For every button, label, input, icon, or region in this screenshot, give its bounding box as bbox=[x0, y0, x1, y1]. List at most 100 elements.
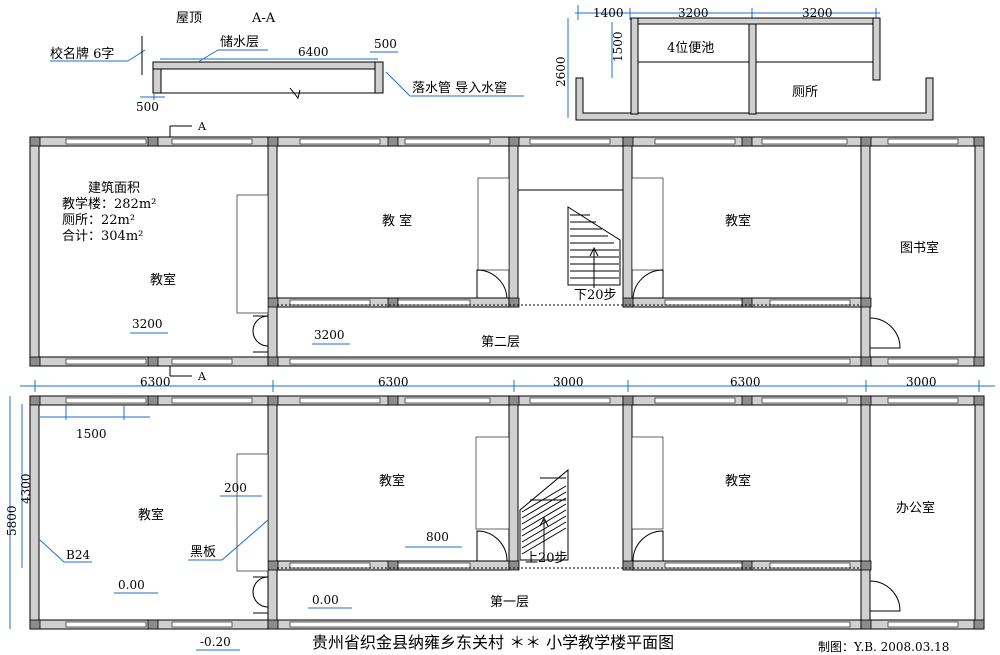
f2-blackboard bbox=[236, 194, 269, 314]
axis-dim-3: 3000 bbox=[553, 375, 584, 389]
f1-east-wall bbox=[974, 395, 985, 630]
toilet-vdim-outer-label: 2600 bbox=[554, 56, 568, 87]
f1-column bbox=[387, 395, 399, 406]
f2-window bbox=[171, 138, 253, 145]
area-toilet: 厕所：22m² bbox=[62, 213, 135, 228]
water-layer-label: 储水层 bbox=[220, 35, 259, 50]
f2-column bbox=[147, 356, 159, 367]
drain-leader bbox=[385, 71, 411, 97]
edge-dim-right: 500 bbox=[374, 37, 397, 51]
f2-wall-2 bbox=[508, 136, 519, 308]
f2-room-3: 教室 bbox=[725, 213, 751, 229]
drawing-title: 贵州省织金县纳雍乡东关村 ＊＊ 小学教学楼平面图 bbox=[312, 633, 674, 652]
axis-dimensions: 6300 6300 3000 6300 3000 bbox=[20, 375, 995, 392]
right-wall-section bbox=[374, 61, 384, 94]
f2-stair-arrowhead bbox=[589, 246, 599, 257]
f2-window bbox=[65, 358, 147, 365]
f2-column bbox=[741, 297, 753, 308]
f2-column bbox=[508, 136, 520, 147]
f1-window bbox=[171, 621, 233, 628]
f1-depth-outer: 5800 bbox=[5, 505, 19, 536]
f2-floor-label: 第二层 bbox=[481, 335, 520, 350]
f1-wall-1 bbox=[267, 395, 278, 630]
roof-label: 屋顶 bbox=[176, 11, 202, 26]
span-dim: 6400 bbox=[298, 45, 329, 59]
f1-stair-label: 上20步 bbox=[525, 551, 568, 566]
f1-room-1: 教室 bbox=[138, 507, 164, 523]
f1-door bbox=[869, 580, 901, 612]
axis-dim-4: 6300 bbox=[730, 375, 761, 389]
f2-window bbox=[299, 138, 381, 145]
section-mark-bottom: A bbox=[197, 370, 207, 383]
f1-wall-4 bbox=[860, 395, 871, 630]
f1-dim-door: 800 bbox=[426, 530, 449, 544]
second-floor-plan: 建筑面积 教学楼：282m² 厕所：22m² 合计：304m² 教室 教 室 教… bbox=[29, 120, 985, 383]
f2-column bbox=[387, 297, 399, 308]
f1-column bbox=[267, 619, 279, 630]
f1-column bbox=[622, 560, 634, 571]
f1-wall-3 bbox=[622, 395, 633, 570]
f1-stair-arrowhead bbox=[539, 516, 549, 527]
f1-column bbox=[387, 560, 399, 571]
axis-dim-5: 3000 bbox=[906, 375, 937, 389]
f2-column bbox=[860, 297, 872, 308]
axis-dim-2: 6300 bbox=[378, 375, 409, 389]
title-block: 贵州省织金县纳雍乡东关村 ＊＊ 小学教学楼平面图 制图：Y.B. 2008.03… bbox=[312, 633, 949, 654]
f1-column bbox=[741, 560, 753, 571]
f2-stair-label: 下20步 bbox=[574, 288, 617, 303]
f2-door bbox=[632, 269, 664, 299]
f2-window bbox=[769, 299, 851, 306]
f2-column bbox=[973, 356, 985, 367]
roof-slab bbox=[152, 61, 384, 70]
f2-column bbox=[622, 297, 634, 308]
pit-label: 4位便池 bbox=[667, 41, 714, 56]
f1-blackboard-leader bbox=[221, 519, 269, 561]
f2-east-wall bbox=[974, 136, 985, 367]
f2-room-1: 教室 bbox=[150, 272, 176, 288]
f1-window bbox=[761, 397, 848, 404]
f2-wall-1 bbox=[267, 136, 278, 367]
f1-column bbox=[147, 395, 159, 406]
f2-window bbox=[887, 358, 959, 365]
f1-blackboard bbox=[631, 436, 664, 530]
f2-room-2: 教 室 bbox=[382, 213, 412, 229]
f1-depth-inner: 4300 bbox=[19, 473, 33, 504]
f2-column bbox=[860, 356, 872, 367]
f2-window bbox=[664, 299, 746, 306]
f1-window bbox=[65, 397, 147, 404]
f1-column bbox=[29, 619, 41, 630]
f1-column bbox=[147, 619, 159, 630]
f1-window bbox=[394, 562, 471, 569]
f2-window bbox=[404, 138, 491, 145]
area-title: 建筑面积 bbox=[88, 180, 140, 196]
toilet-dim-3: 3200 bbox=[802, 6, 833, 20]
f2-door bbox=[869, 317, 901, 349]
area-total: 合计：304m² bbox=[62, 229, 143, 244]
f1-column bbox=[741, 395, 753, 406]
f1-stair-outline bbox=[519, 468, 569, 561]
break-mark bbox=[289, 87, 301, 100]
f1-room-2: 教室 bbox=[379, 473, 405, 489]
f1-column bbox=[267, 395, 279, 406]
edge-dim-left: 500 bbox=[136, 100, 159, 114]
section-label: A-A bbox=[251, 11, 276, 26]
drain-label: 落水管 导入水窖 bbox=[412, 80, 507, 96]
f1-window bbox=[65, 621, 147, 628]
f2-double-door bbox=[252, 315, 269, 353]
section-mark-top: A bbox=[197, 120, 207, 133]
f1-column bbox=[508, 395, 520, 406]
toilet-right-wall bbox=[872, 17, 881, 81]
f2-window bbox=[887, 138, 959, 145]
f1-door bbox=[632, 530, 664, 562]
f2-window bbox=[761, 138, 848, 145]
f1-room-4: 办公室 bbox=[896, 500, 935, 516]
f1-wall-code: B24 bbox=[66, 548, 90, 562]
f1-elev-room: 0.00 bbox=[118, 578, 145, 592]
toilet-dim-1: 1400 bbox=[593, 6, 624, 20]
f2-blackboard bbox=[477, 177, 510, 271]
f1-column bbox=[29, 395, 41, 406]
toilet-plan: 1400 3200 3200 2600 1500 4位便池 厕所 bbox=[554, 5, 934, 121]
f2-window bbox=[65, 138, 147, 145]
f1-room-3: 教室 bbox=[725, 473, 751, 489]
f2-column bbox=[29, 136, 41, 147]
